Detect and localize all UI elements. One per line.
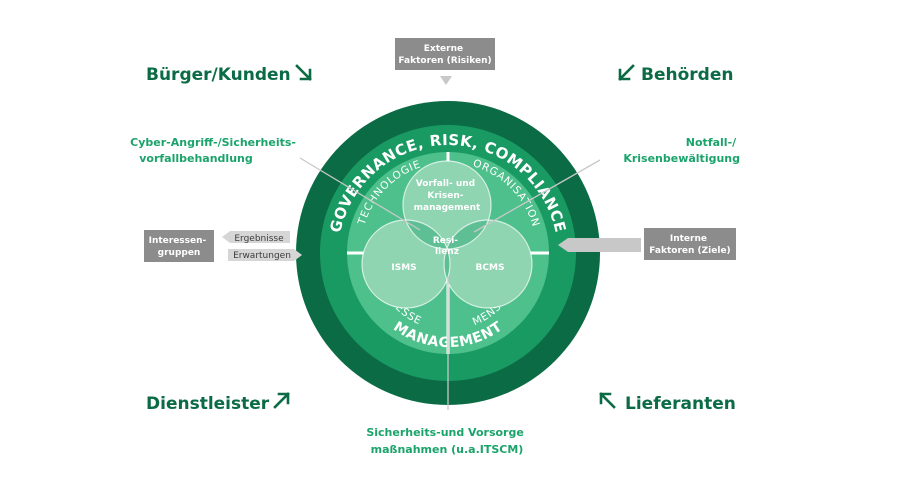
venn-label-center: Resi- lienz [433,236,461,257]
arrow-down-right-icon [295,64,312,81]
callout-line-cyber [299,157,421,231]
note-emergency: Notfall-/ Krisenbewältigung [623,136,740,165]
internal-factors-box [644,228,736,260]
results-label: Ergebnisse [234,234,284,244]
venn-overlap-top-right [444,220,491,249]
arrow-up-right-icon [273,392,290,409]
venn-label-right: BCMS [476,263,505,273]
corner-label-citizens: Bürger/Kunden [146,65,291,85]
venn-outline-left [361,219,451,309]
internal-factors-arrow-icon [558,238,641,252]
note-cyber: Cyber-Angriff-/Sicherheits- vorfallbehan… [130,136,300,165]
external-factors-label: Externe Faktoren (Risiken) [398,44,491,66]
external-factors-box [395,38,495,70]
corner-label-service-providers: Dienstleister [146,394,270,414]
callout-line-emergency [473,159,601,233]
corner-label-authorities: Behörden [641,65,733,85]
expectations-arrow [228,249,302,261]
note-measures: Sicherheits-und Vorsorge maßnahmen (u.a.… [366,426,527,456]
stakeholders-box [144,230,214,262]
external-factors-arrow-icon [440,76,452,85]
results-arrow [222,231,290,243]
venn-overlap-top-left [403,220,450,249]
arrow-down-left-icon [618,64,635,81]
internal-factors-label: Interne Faktoren (Ziele) [649,234,730,256]
venn-label-left: ISMS [391,263,416,273]
stakeholders-label: Interessen- gruppen [149,236,210,258]
corner-label-suppliers: Lieferanten [625,394,736,414]
venn-outline-right [443,219,533,309]
arrow-up-left-icon [599,392,616,409]
venn-label-top: Vorfall- und Krisen- management [414,179,481,213]
expectations-label: Erwartungen [233,251,291,261]
